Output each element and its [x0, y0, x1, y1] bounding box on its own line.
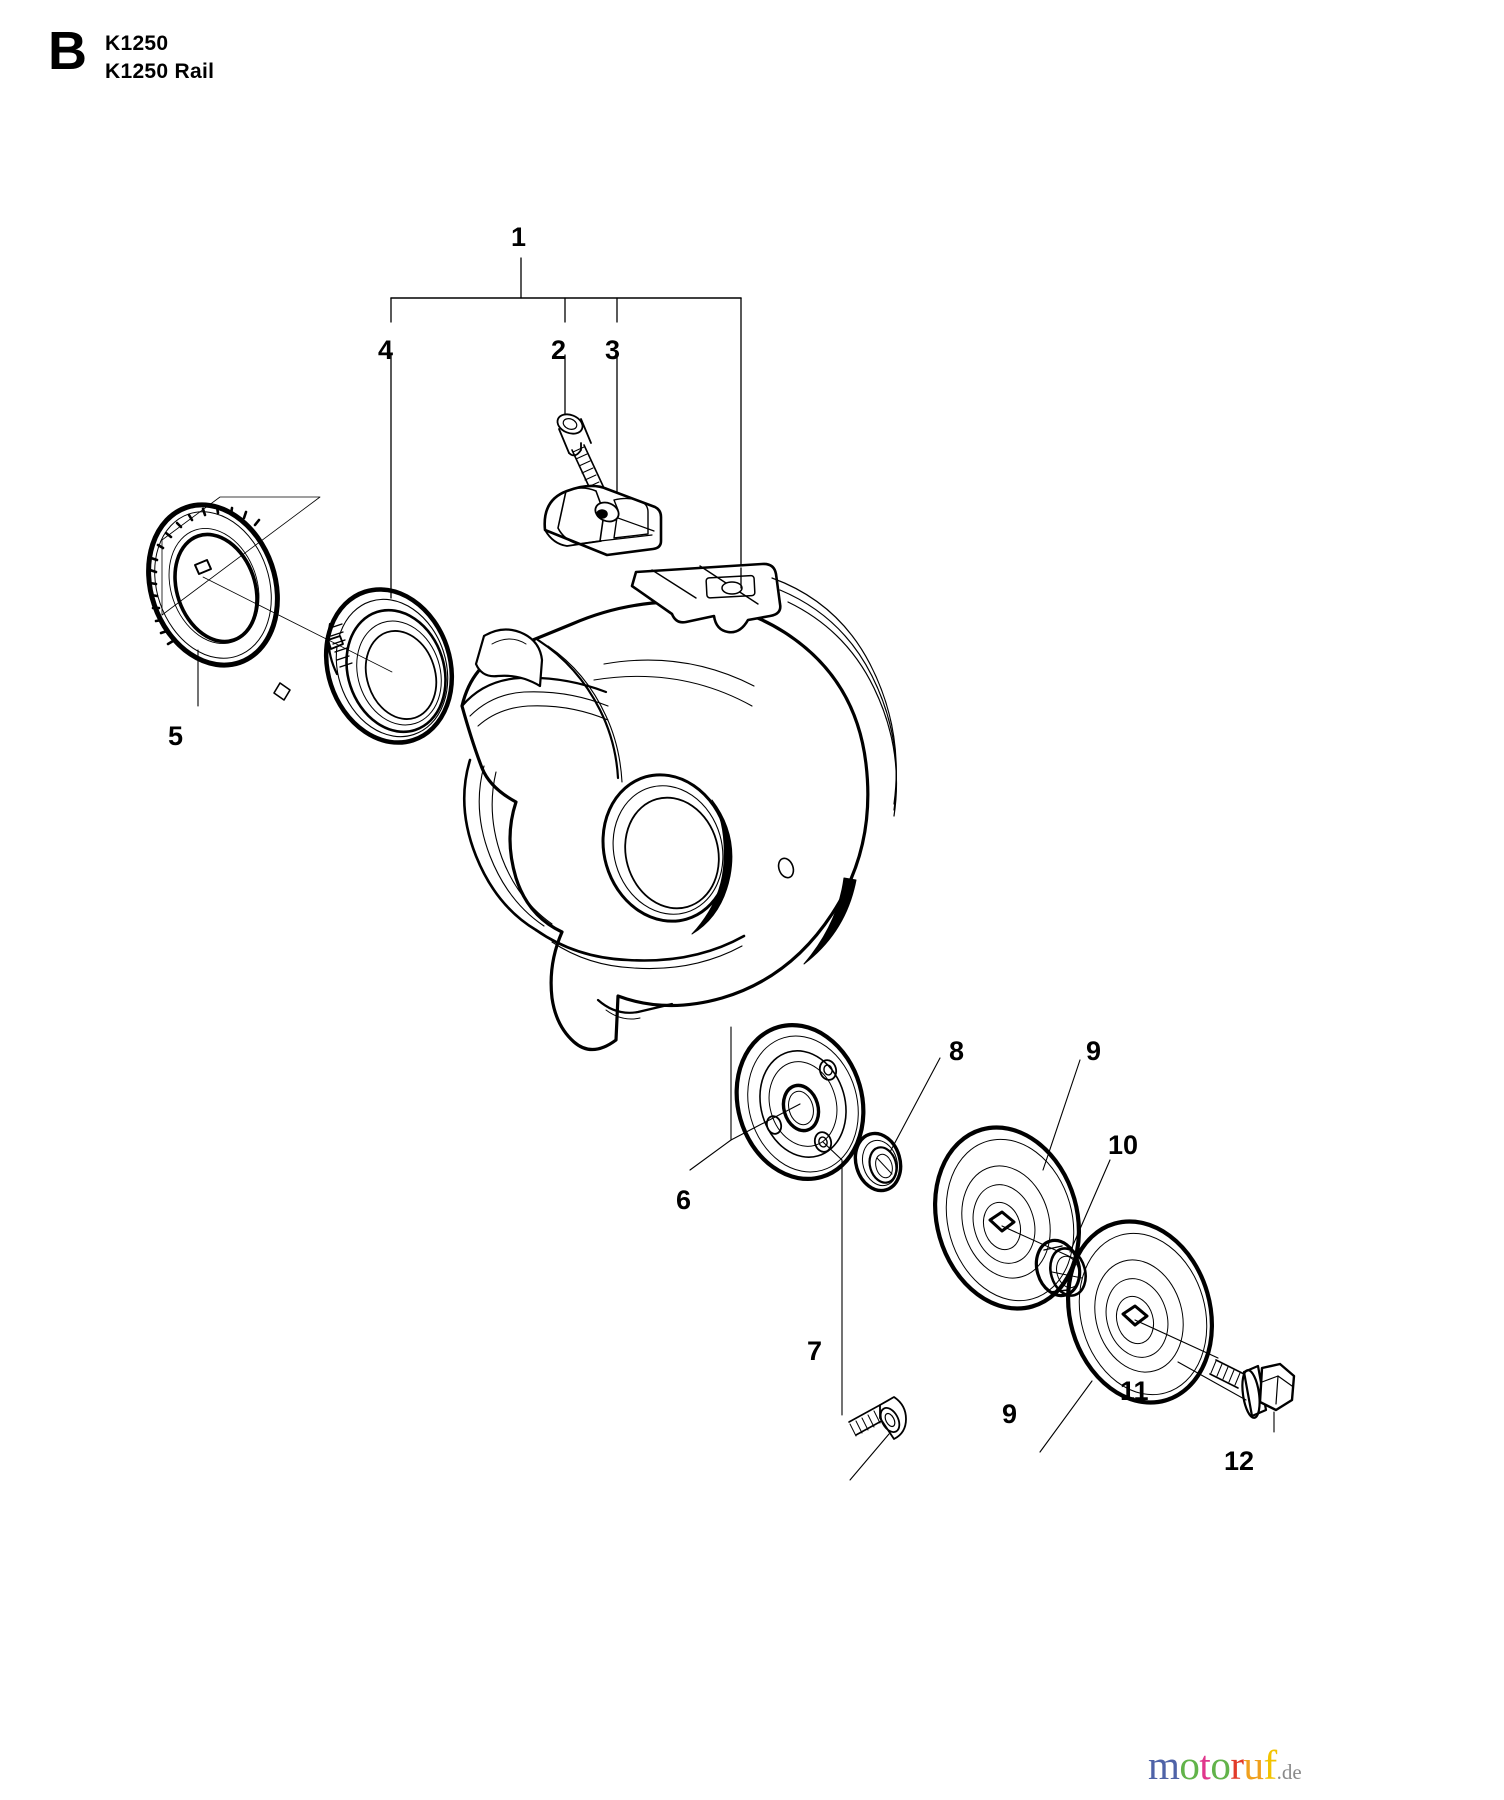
part-9-cutting-blade-lower: [1039, 1219, 1219, 1453]
watermark-letter-o2: o: [1210, 1742, 1231, 1788]
section-letter: B: [48, 21, 87, 81]
callout-9-upper: 9: [1086, 1036, 1102, 1066]
part-7-socket-head-cap-screw: [822, 1141, 907, 1481]
part-5-toothed-lock-ring: [146, 496, 321, 707]
callout-7: 7: [807, 1336, 823, 1366]
callout-5: 5: [168, 721, 184, 751]
model-primary: K1250: [105, 32, 169, 55]
diagram-header: B K1250 K1250 Rail: [48, 22, 214, 86]
watermark-letter-r: r: [1230, 1742, 1244, 1788]
watermark-letter-u: u: [1243, 1742, 1264, 1788]
callout-1: 1: [511, 222, 527, 252]
callout-3: 3: [605, 335, 621, 365]
callout-10: 10: [1108, 1130, 1139, 1160]
part-1-blade-guard-housing: [460, 562, 898, 1052]
part-6-drive-flange: [689, 1022, 866, 1182]
watermark-letter-o1: o: [1179, 1742, 1200, 1788]
callout-4: 4: [378, 335, 394, 365]
part-9-cutting-blade-upper: [932, 1059, 1082, 1311]
part-4-bearing-seal-hub: [202, 576, 455, 745]
part-10-spacer-bushing: [1034, 1159, 1111, 1298]
watermark-suffix: .de: [1276, 1760, 1302, 1784]
callout-6: 6: [676, 1185, 692, 1215]
callout-9-lower: 9: [1002, 1399, 1018, 1429]
model-secondary: K1250 Rail: [105, 60, 215, 83]
callout-11: 11: [1120, 1376, 1149, 1406]
part-8-collar-washer: [853, 1057, 941, 1193]
part-11-12-hex-flange-bolt: [1177, 1359, 1296, 1433]
callout-leader-lines: [390, 257, 742, 599]
part-3-guide-clamp-bracket: [543, 484, 663, 557]
callout-2: 2: [551, 335, 567, 365]
model-names: K1250 K1250 Rail: [105, 22, 214, 86]
callout-8: 8: [949, 1036, 965, 1066]
motoruf-watermark: motoruf.de: [1148, 1745, 1302, 1793]
callout-12: 12: [1224, 1446, 1255, 1476]
watermark-letter-f: f: [1263, 1742, 1277, 1788]
watermark-letter-t: t: [1199, 1742, 1211, 1788]
watermark-letter-m: m: [1148, 1742, 1180, 1788]
